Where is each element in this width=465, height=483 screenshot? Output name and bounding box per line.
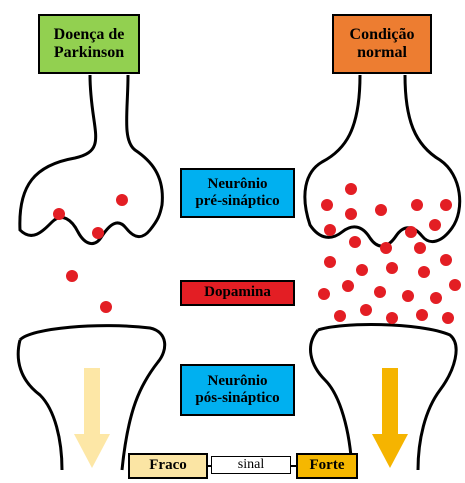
dopamine-dot [411,199,423,211]
dopamine-dot [324,224,336,236]
strong-label: Forte [310,457,345,474]
parkinson-dopamine-dots [53,194,128,313]
dopamine-dot [374,286,386,298]
dopamine-dot [442,312,454,324]
dopamine-dot [430,292,442,304]
weak-signal-arrow [74,368,110,468]
dopamine-dot [334,310,346,322]
strong-label-box: Forte [296,453,358,479]
strong-signal-arrow [372,368,408,468]
dopamine-dot [440,199,452,211]
normal-label-line1: Condição [350,26,415,44]
dopamine-dot [386,262,398,274]
dopamine-dot [345,183,357,195]
dopamine-dot [405,226,417,238]
dopamine-dot [342,280,354,292]
signal-label-box: sinal [211,456,291,474]
postsynaptic-label-line1: Neurônio [208,373,268,390]
dopamine-dot [53,208,65,220]
dopamine-dot [440,254,452,266]
weak-label-box: Fraco [128,453,208,479]
dopamine-dot [345,208,357,220]
dopamine-label: Dopamina [204,284,271,301]
normal-label-line2: normal [357,44,407,62]
dopamine-dot [360,304,372,316]
dopamine-dot [356,264,368,276]
dopamine-dot [318,288,330,300]
dopamine-dot [116,194,128,206]
postsynaptic-label-line2: pós-sináptico [195,390,279,407]
normal-dopamine-dots [318,183,461,324]
weak-label: Fraco [149,457,186,474]
postsynaptic-label-box: Neurônio pós-sináptico [180,364,295,416]
dopamine-dot [386,312,398,324]
presynaptic-label-box: Neurônio pré-sináptico [180,168,295,218]
dopamine-dot [429,219,441,231]
presynaptic-label-line1: Neurônio [208,176,268,193]
dopamine-dot [416,309,428,321]
parkinson-label-line2: Parkinson [54,44,124,62]
dopamine-dot [321,199,333,211]
signal-label: sinal [238,457,264,473]
dopamine-dot [349,236,361,248]
dopamine-label-box: Dopamina [180,280,295,306]
dopamine-dot [402,290,414,302]
dopamine-dot [380,242,392,254]
dopamine-dot [449,279,461,291]
dopamine-dot [100,301,112,313]
dopamine-dot [418,266,430,278]
normal-label-box: Condição normal [332,14,432,74]
dopamine-dot [66,270,78,282]
parkinson-label-box: Doença de Parkinson [38,14,140,74]
dopamine-dot [324,256,336,268]
parkinson-label-line1: Doença de [54,26,125,44]
dopamine-dot [414,242,426,254]
presynaptic-label-line2: pré-sináptico [195,193,279,210]
dopamine-dot [92,227,104,239]
left-presynaptic-neuron [20,75,163,244]
dopamine-dot [375,204,387,216]
